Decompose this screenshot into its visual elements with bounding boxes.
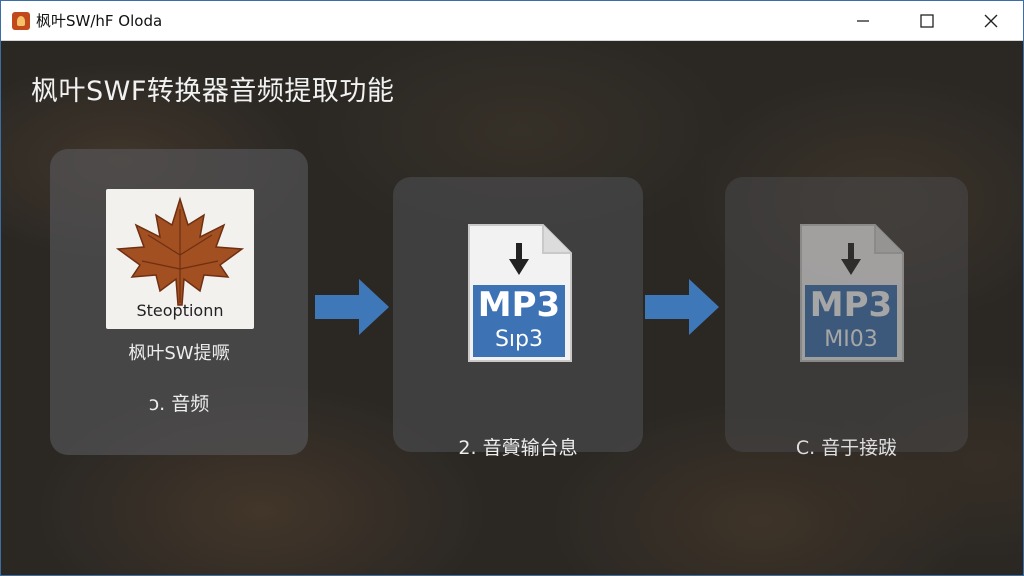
- step-label-2: 2. 音賫输台息: [458, 437, 578, 459]
- mp3-file-icon: MP3 MI03: [797, 223, 905, 363]
- main-content: 枫叶SWF转换器音频提取功能 Steoptionn 枫叶SW提噘 ɔ. 音频: [1, 41, 1023, 575]
- swf-thumbnail: Steoptionn: [106, 189, 254, 329]
- close-icon: [984, 14, 998, 28]
- close-button[interactable]: [959, 1, 1023, 41]
- file-sub-label: MI03: [824, 327, 878, 352]
- file-sub-label: Sıp3: [494, 327, 544, 352]
- download-arrow-icon: [509, 243, 529, 275]
- maximize-icon: [920, 14, 934, 28]
- step-card-source[interactable]: Steoptionn 枫叶SW提噘 ɔ. 音频: [50, 149, 308, 455]
- step-card-output[interactable]: MP3 MI03 C. 音于接跋: [725, 177, 968, 459]
- minimize-button[interactable]: [831, 1, 895, 41]
- thumbnail-caption: Steoptionn: [136, 301, 224, 320]
- maple-leaf-icon: [115, 196, 245, 306]
- arrow-right-icon: [315, 279, 389, 335]
- file-type-label: MP3: [809, 285, 893, 325]
- file-type-label: MP3: [477, 285, 561, 325]
- step-label-1: ɔ. 音频: [148, 393, 210, 415]
- arrow-right-icon: [645, 279, 719, 335]
- download-arrow-icon: [841, 243, 861, 275]
- title-bar[interactable]: 枫叶SW/hF Oloda: [1, 1, 1023, 41]
- minimize-icon: [857, 20, 869, 22]
- step-label-3: C. 音于接跋: [795, 437, 898, 459]
- window-controls: [831, 1, 1023, 41]
- source-label: 枫叶SW提噘: [128, 343, 230, 364]
- mp3-file-icon: MP3 Sıp3: [465, 223, 573, 363]
- step-card-extract[interactable]: MP3 Sıp3 2. 音賫输台息: [393, 177, 643, 459]
- maximize-button[interactable]: [895, 1, 959, 41]
- window-title: 枫叶SW/hF Oloda: [36, 12, 163, 30]
- app-logo-icon: [12, 11, 30, 30]
- page-title: 枫叶SWF转换器音频提取功能: [31, 76, 395, 107]
